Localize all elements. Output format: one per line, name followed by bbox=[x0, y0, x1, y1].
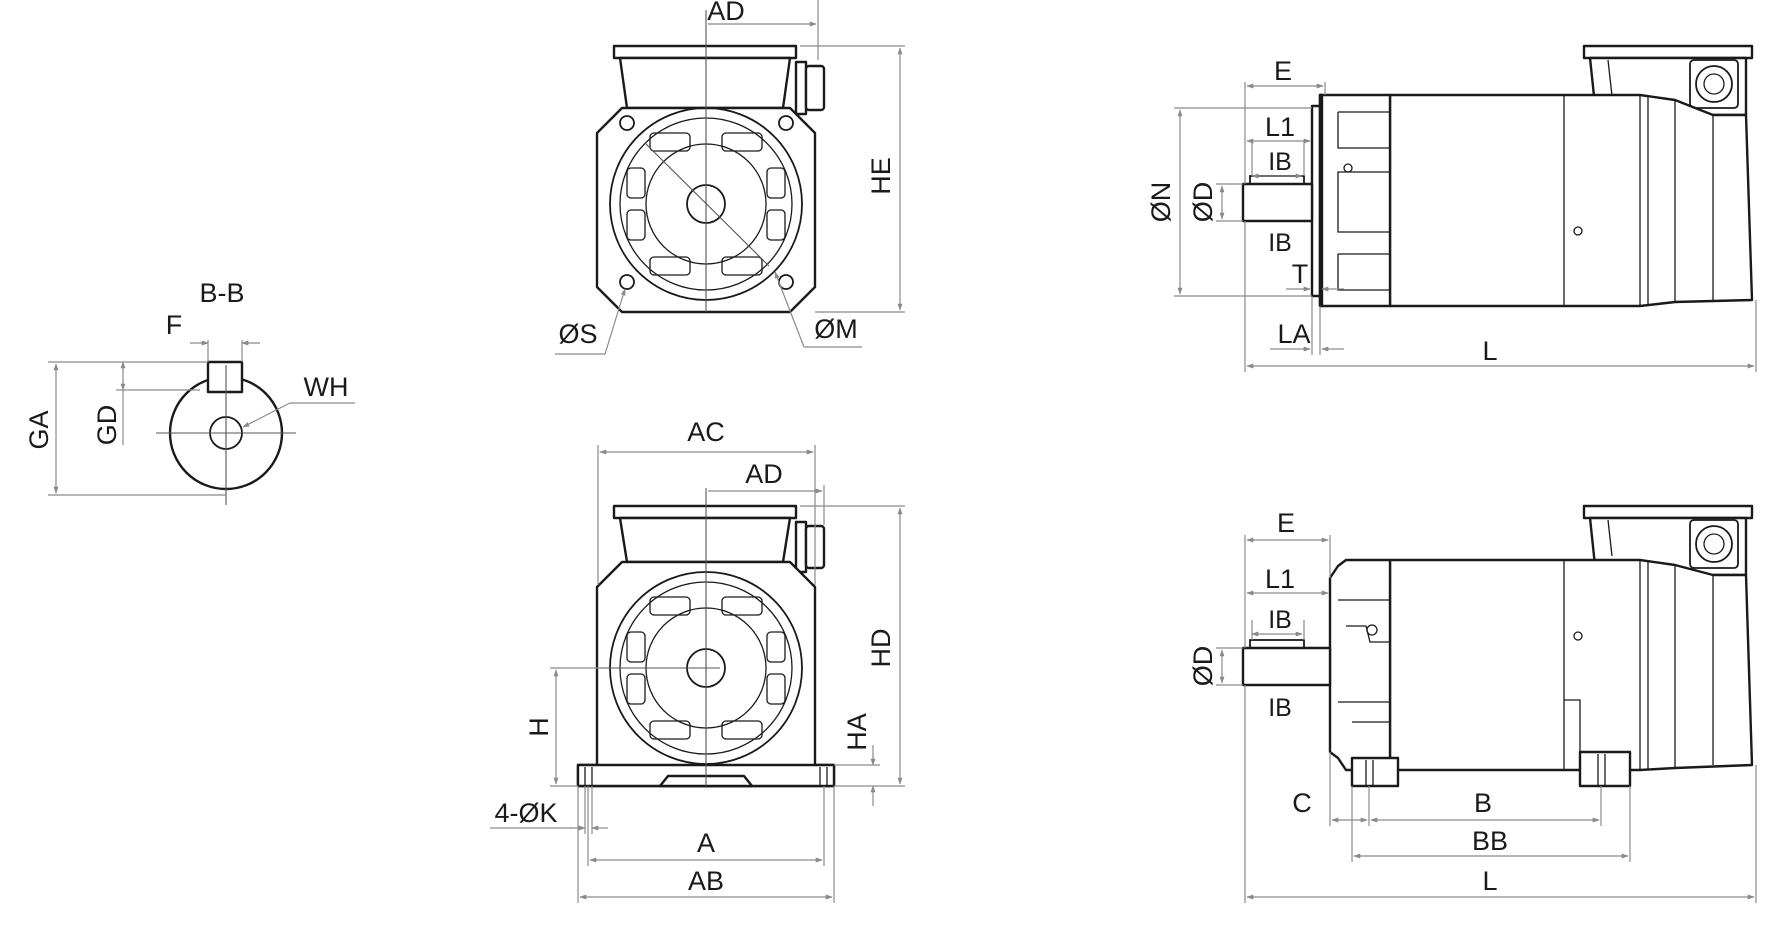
dim-label-gd: GD bbox=[92, 405, 122, 446]
dim-label-ad-top: AD bbox=[707, 0, 745, 26]
dim-label-he: HE bbox=[866, 157, 896, 195]
front-view-flange: AD HE ØS ØM bbox=[555, 0, 905, 355]
side-view-flange: E L1 IB IB T LA L ØN ØD bbox=[1146, 44, 1757, 372]
dim-label-n: ØN bbox=[1146, 182, 1176, 223]
dim-label-bb: BB bbox=[1472, 826, 1508, 856]
dim-label-e: E bbox=[1274, 56, 1292, 86]
dim-label-d: ØD bbox=[1188, 646, 1218, 687]
dim-label-l: L bbox=[1482, 336, 1497, 366]
dim-label-l: L bbox=[1482, 866, 1497, 896]
dim-label-la: LA bbox=[1277, 319, 1310, 349]
flange-hole bbox=[619, 115, 635, 131]
dim-label-ib: IB bbox=[1268, 148, 1292, 176]
dim-label-h: H bbox=[524, 717, 554, 737]
dim-label-a: A bbox=[697, 828, 715, 858]
dim-label-c: C bbox=[1292, 788, 1312, 818]
shaft-section-view: B-B F WH GA GD bbox=[24, 278, 355, 505]
dim-label-wh: WH bbox=[304, 372, 349, 402]
dim-label-l1: L1 bbox=[1265, 564, 1295, 594]
dim-label-ac: AC bbox=[687, 417, 725, 447]
front-view-foot: AC AD HD HA H 4-ØK A AB bbox=[490, 417, 905, 903]
dim-label-hd: HD bbox=[866, 629, 896, 668]
dim-label-ad: AD bbox=[745, 459, 783, 489]
dim-label-m: ØM bbox=[814, 314, 858, 344]
section-label: B-B bbox=[199, 278, 244, 308]
shaft-key bbox=[206, 360, 244, 394]
dim-label-s: ØS bbox=[558, 319, 597, 349]
dim-label-e: E bbox=[1277, 508, 1295, 538]
dim-label-ib: IB bbox=[1268, 694, 1292, 722]
dim-label-f: F bbox=[166, 310, 183, 340]
dim-label-b: B bbox=[1474, 788, 1492, 818]
flange-side-shaft bbox=[1241, 182, 1314, 223]
dim-label-ga: GA bbox=[24, 410, 54, 449]
flange-side-body bbox=[1388, 93, 1754, 308]
dim-label-ha: HA bbox=[842, 713, 872, 751]
flange-hole bbox=[619, 274, 635, 290]
dim-label-ab: AB bbox=[688, 866, 724, 896]
dim-label-l1: L1 bbox=[1265, 112, 1295, 142]
dim-label-t: T bbox=[1292, 259, 1309, 289]
foot-side-body bbox=[1388, 558, 1754, 772]
foot-side-shaft bbox=[1241, 646, 1332, 687]
dim-label-ib: IB bbox=[1268, 606, 1292, 634]
flange-hole bbox=[778, 115, 794, 131]
dim-label-d: ØD bbox=[1188, 182, 1218, 223]
side-view-foot: E L1 IB IB ØD C B BB L bbox=[1188, 504, 1757, 903]
dim-label-ib: IB bbox=[1268, 229, 1292, 257]
dim-label-k: 4-ØK bbox=[494, 798, 557, 828]
